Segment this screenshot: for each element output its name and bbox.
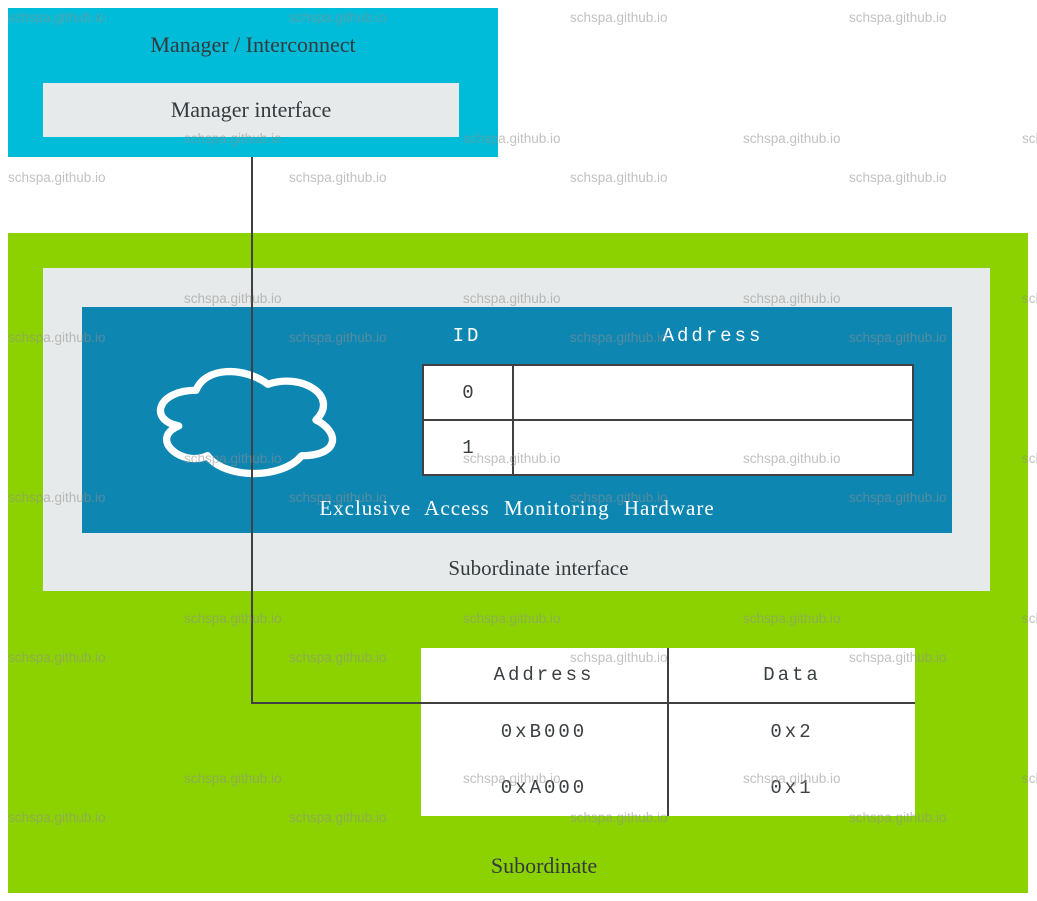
watermark: schspa.github.io [289, 170, 387, 185]
manager-interconnect-box: Manager / Interconnect Manager interface [8, 8, 498, 157]
watermark: schspa.github.io [1022, 131, 1037, 146]
manager-interface-label: Manager interface [170, 97, 332, 122]
connector-line-horizontal [251, 702, 421, 704]
watermark: schspa.github.io [743, 131, 841, 146]
monitor-column-header-id: ID [452, 325, 482, 347]
table-row: 0xB000 0x2 [421, 704, 915, 760]
monitor-title: Exclusive Access Monitoring Hardware [319, 496, 715, 520]
connector-line-vertical [251, 157, 253, 704]
memory-address-cell: 0xB000 [421, 704, 669, 760]
manager-interface-box: Manager interface [43, 83, 459, 137]
cloud-icon [148, 360, 340, 480]
monitor-address-cell [514, 366, 912, 419]
memory-table: Address Data 0xB000 0x2 0xA000 0x1 [421, 648, 915, 816]
memory-data-cell: 0x2 [770, 721, 814, 743]
table-header-row: Address Data [421, 648, 915, 704]
subordinate-label: Subordinate [490, 853, 598, 878]
memory-column-header-data: Data [763, 664, 821, 686]
monitor-column-header-address: Address [662, 325, 764, 347]
manager-interconnect-title: Manager / Interconnect [150, 32, 356, 57]
exclusive-access-monitor-box: ID Address 0 1 Exclusive Access Monitori… [82, 307, 952, 533]
table-row: 0 [424, 366, 912, 419]
table-row: 1 [424, 419, 912, 474]
watermark: schspa.github.io [849, 10, 947, 25]
monitor-id-cell: 1 [424, 421, 514, 474]
memory-address-cell: 0xA000 [421, 760, 669, 816]
watermark: schspa.github.io [849, 170, 947, 185]
monitor-address-cell [514, 421, 912, 474]
memory-column-header-address: Address [421, 648, 669, 702]
memory-data-cell: 0x1 [770, 777, 814, 799]
monitor-table-headers: ID Address [422, 325, 914, 347]
watermark: schspa.github.io [570, 170, 668, 185]
subordinate-interface-label: Subordinate interface [448, 556, 629, 580]
subordinate-interface-box: ID Address 0 1 Exclusive Access Monitori… [43, 268, 990, 591]
monitor-id-cell: 0 [424, 366, 514, 419]
subordinate-box: ID Address 0 1 Exclusive Access Monitori… [8, 233, 1028, 893]
watermark: schspa.github.io [570, 10, 668, 25]
watermark: schspa.github.io [8, 170, 106, 185]
monitor-table: 0 1 [422, 364, 914, 476]
table-row: 0xA000 0x1 [421, 760, 915, 816]
